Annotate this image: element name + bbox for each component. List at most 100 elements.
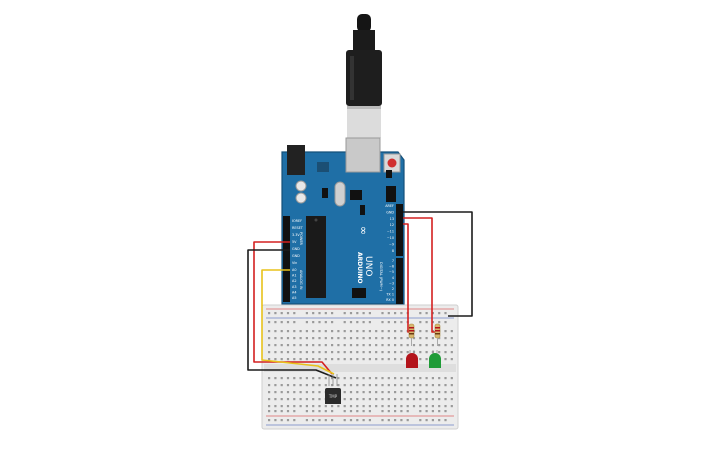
- pin-label: A4: [292, 290, 296, 294]
- breadboard-hole: [286, 358, 290, 361]
- breadboard-hole: [431, 398, 434, 401]
- breadboard-hole: [293, 398, 296, 401]
- breadboard-hole: [362, 405, 365, 408]
- pin-label: GND: [292, 254, 300, 258]
- wire-5v: [253, 241, 333, 375]
- breadboard-hole: [268, 312, 271, 315]
- breadboard-hole: [349, 337, 353, 340]
- breadboard-hole: [356, 398, 359, 401]
- breadboard-hole: [299, 337, 302, 340]
- breadboard-hole: [438, 398, 441, 401]
- breadboard-hole: [349, 398, 353, 401]
- reset-button[interactable]: [383, 153, 401, 173]
- breadboard-hole: [450, 391, 453, 394]
- breadboard-hole: [444, 312, 447, 315]
- digital-header-bottom: [396, 258, 403, 304]
- breadboard-hole: [387, 312, 390, 315]
- breadboard-hole: [425, 419, 428, 422]
- breadboard-hole: [356, 330, 359, 333]
- breadboard-hole: [425, 410, 428, 413]
- breadboard-hole: [444, 391, 447, 394]
- breadboard-hole: [305, 344, 308, 347]
- wire-a0-signal: [261, 269, 335, 375]
- breadboard-hole: [387, 391, 390, 394]
- breadboard-hole: [337, 330, 340, 333]
- analog-header: [283, 266, 290, 302]
- breadboard-hole: [362, 398, 365, 401]
- breadboard-hole: [362, 344, 365, 347]
- breadboard-hole: [268, 410, 271, 413]
- breadboard-hole: [412, 398, 416, 401]
- breadboard-hole: [438, 391, 441, 394]
- breadboard-hole: [450, 398, 453, 401]
- breadboard-hole: [318, 358, 321, 361]
- breadboard-hole: [438, 337, 441, 340]
- breadboard-hole: [299, 330, 302, 333]
- breadboard-hole: [280, 321, 283, 324]
- led-icon: [429, 350, 441, 368]
- breadboard-hole: [274, 344, 277, 347]
- breadboard-hole: [299, 377, 302, 380]
- breadboard-hole: [343, 391, 346, 394]
- breadboard-hole: [312, 405, 315, 408]
- breadboard-hole: [368, 358, 371, 361]
- breadboard-hole: [400, 351, 403, 354]
- breadboard-hole: [299, 405, 302, 408]
- breadboard-hole: [381, 337, 384, 340]
- breadboard-hole: [425, 391, 428, 394]
- breadboard-hole: [362, 358, 365, 361]
- breadboard-hole: [368, 391, 371, 394]
- breadboard-hole: [394, 405, 397, 408]
- breadboard-hole: [268, 419, 271, 422]
- breadboard-hole: [343, 410, 346, 413]
- pin-label: ~6: [389, 265, 394, 269]
- breadboard-hole: [274, 384, 277, 387]
- breadboard-hole: [419, 419, 422, 422]
- breadboard-hole: [362, 337, 365, 340]
- breadboard-hole: [331, 384, 334, 387]
- breadboard-hole: [286, 321, 290, 324]
- breadboard-hole: [268, 391, 271, 394]
- pin-label: RESET: [292, 226, 304, 230]
- breadboard-hole: [450, 358, 453, 361]
- usb-cable-icon: [346, 14, 382, 138]
- breadboard-hole: [450, 330, 453, 333]
- breadboard-hole: [305, 312, 308, 315]
- breadboard-hole: [425, 405, 428, 408]
- breadboard-hole: [450, 384, 453, 387]
- digital-header-top: [396, 204, 403, 256]
- breadboard-hole: [419, 391, 422, 394]
- breadboard-hole: [368, 398, 371, 401]
- breadboard-hole: [280, 405, 283, 408]
- breadboard-hole: [349, 344, 353, 347]
- breadboard-hole: [419, 377, 422, 380]
- board-model: UNO: [363, 256, 373, 276]
- breadboard-hole: [419, 398, 422, 401]
- breadboard-hole: [312, 410, 315, 413]
- icsp-header: [352, 186, 396, 298]
- breadboard-hole: [400, 405, 403, 408]
- breadboard-hole: [268, 405, 271, 408]
- breadboard-hole: [349, 377, 353, 380]
- microcontroller-icon: [306, 216, 326, 298]
- breadboard-hole: [349, 410, 353, 413]
- breadboard-hole: [318, 351, 321, 354]
- breadboard-hole: [312, 398, 315, 401]
- breadboard-hole: [280, 391, 283, 394]
- breadboard-hole: [375, 351, 378, 354]
- breadboard-hole: [444, 384, 447, 387]
- breadboard-hole: [274, 358, 277, 361]
- pin-label: ~10: [387, 236, 394, 240]
- pin-label: 4: [392, 276, 394, 280]
- breadboard-hole: [318, 391, 321, 394]
- breadboard-hole: [280, 330, 283, 333]
- breadboard-hole: [368, 419, 371, 422]
- breadboard-hole: [293, 321, 296, 324]
- breadboard-hole: [356, 377, 359, 380]
- breadboard-hole: [337, 351, 340, 354]
- breadboard-hole: [368, 312, 371, 315]
- breadboard-hole: [324, 377, 327, 380]
- breadboard-hole: [324, 344, 327, 347]
- breadboard-hole: [331, 344, 334, 347]
